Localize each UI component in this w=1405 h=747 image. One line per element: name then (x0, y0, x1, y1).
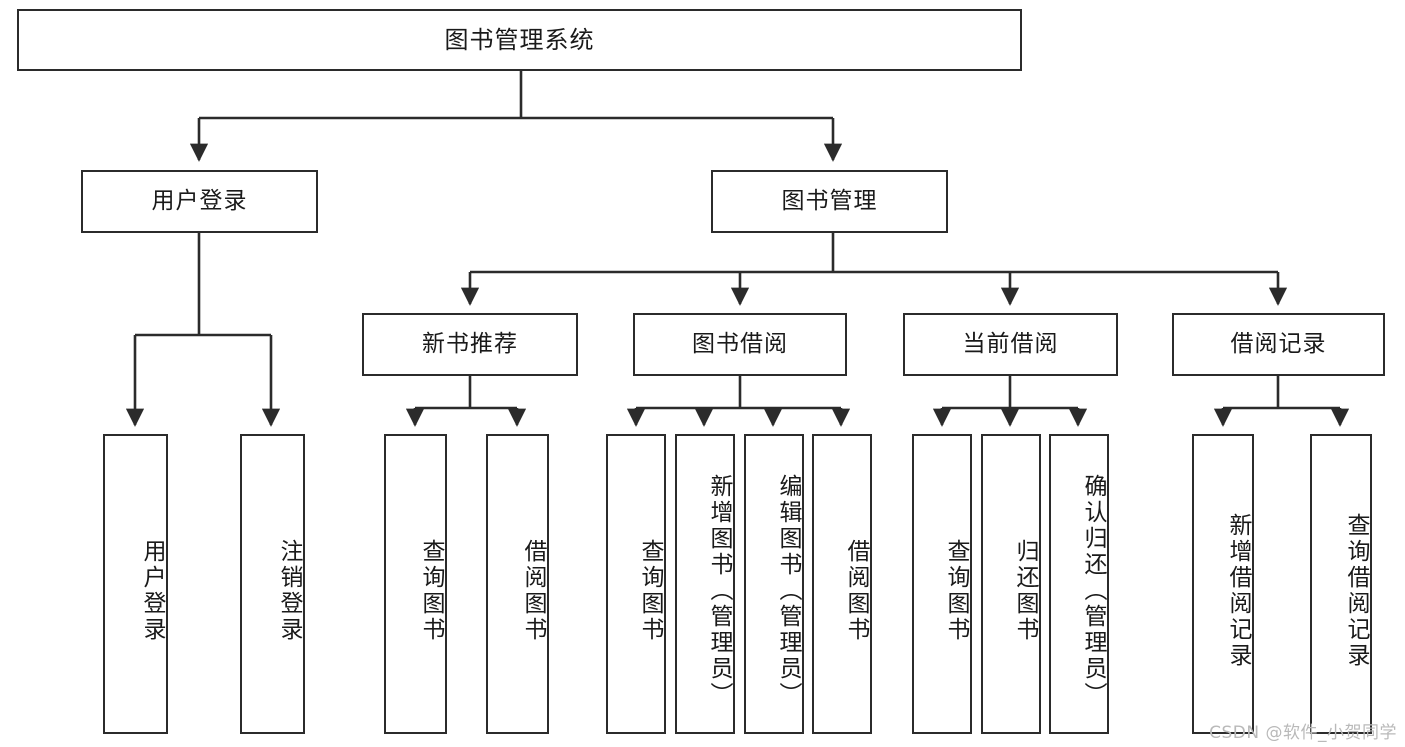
node-current-borrow[interactable]: 当前借阅 (903, 313, 1118, 376)
leaf-user-login[interactable]: 用户登录 (103, 434, 168, 734)
node-user-login[interactable]: 用户登录 (81, 170, 318, 233)
leaf-add-record-label: 新增借阅记录 (1225, 513, 1251, 669)
leaf-query-book-2-label: 查询图书 (637, 539, 663, 643)
leaf-query-book-1[interactable]: 查询图书 (384, 434, 447, 734)
node-root[interactable]: 图书管理系统 (17, 9, 1022, 71)
leaf-borrow-book-2-label: 借阅图书 (843, 539, 869, 643)
node-user-login-label: 用户登录 (151, 188, 248, 215)
leaf-user-login-label: 用户登录 (139, 539, 165, 643)
leaf-confirm-return-label: 确认归还（管理员） (1080, 474, 1106, 708)
node-book-manage-label: 图书管理 (781, 188, 878, 215)
leaf-query-book-2[interactable]: 查询图书 (606, 434, 666, 734)
node-current-borrow-label: 当前借阅 (962, 331, 1059, 358)
leaf-return-book-label: 归还图书 (1012, 539, 1038, 643)
leaf-edit-book[interactable]: 编辑图书（管理员） (744, 434, 804, 734)
node-book-manage[interactable]: 图书管理 (711, 170, 948, 233)
node-new-book-rec-label: 新书推荐 (422, 331, 518, 358)
node-borrow-record[interactable]: 借阅记录 (1172, 313, 1385, 376)
leaf-borrow-book-1-label: 借阅图书 (520, 539, 546, 643)
leaf-confirm-return[interactable]: 确认归还（管理员） (1049, 434, 1109, 734)
leaf-add-book-label: 新增图书（管理员） (706, 474, 732, 708)
leaf-query-book-3-label: 查询图书 (943, 539, 969, 643)
node-book-borrow-label: 图书借阅 (692, 331, 788, 358)
leaf-query-record[interactable]: 查询借阅记录 (1310, 434, 1372, 734)
leaf-add-record[interactable]: 新增借阅记录 (1192, 434, 1254, 734)
watermark: CSDN @软件_小贺同学 (1209, 723, 1397, 743)
leaf-borrow-book-1[interactable]: 借阅图书 (486, 434, 549, 734)
node-root-label: 图书管理系统 (444, 26, 595, 54)
node-book-borrow[interactable]: 图书借阅 (633, 313, 847, 376)
leaf-return-book[interactable]: 归还图书 (981, 434, 1041, 734)
leaf-query-book-3[interactable]: 查询图书 (912, 434, 972, 734)
leaf-logout[interactable]: 注销登录 (240, 434, 305, 734)
node-new-book-rec[interactable]: 新书推荐 (362, 313, 578, 376)
node-borrow-record-label: 借阅记录 (1230, 331, 1327, 358)
leaf-logout-label: 注销登录 (276, 539, 302, 643)
leaf-add-book[interactable]: 新增图书（管理员） (675, 434, 735, 734)
leaf-query-book-1-label: 查询图书 (418, 539, 444, 643)
leaf-query-record-label: 查询借阅记录 (1343, 513, 1369, 669)
leaf-borrow-book-2[interactable]: 借阅图书 (812, 434, 872, 734)
leaf-edit-book-label: 编辑图书（管理员） (775, 474, 801, 708)
